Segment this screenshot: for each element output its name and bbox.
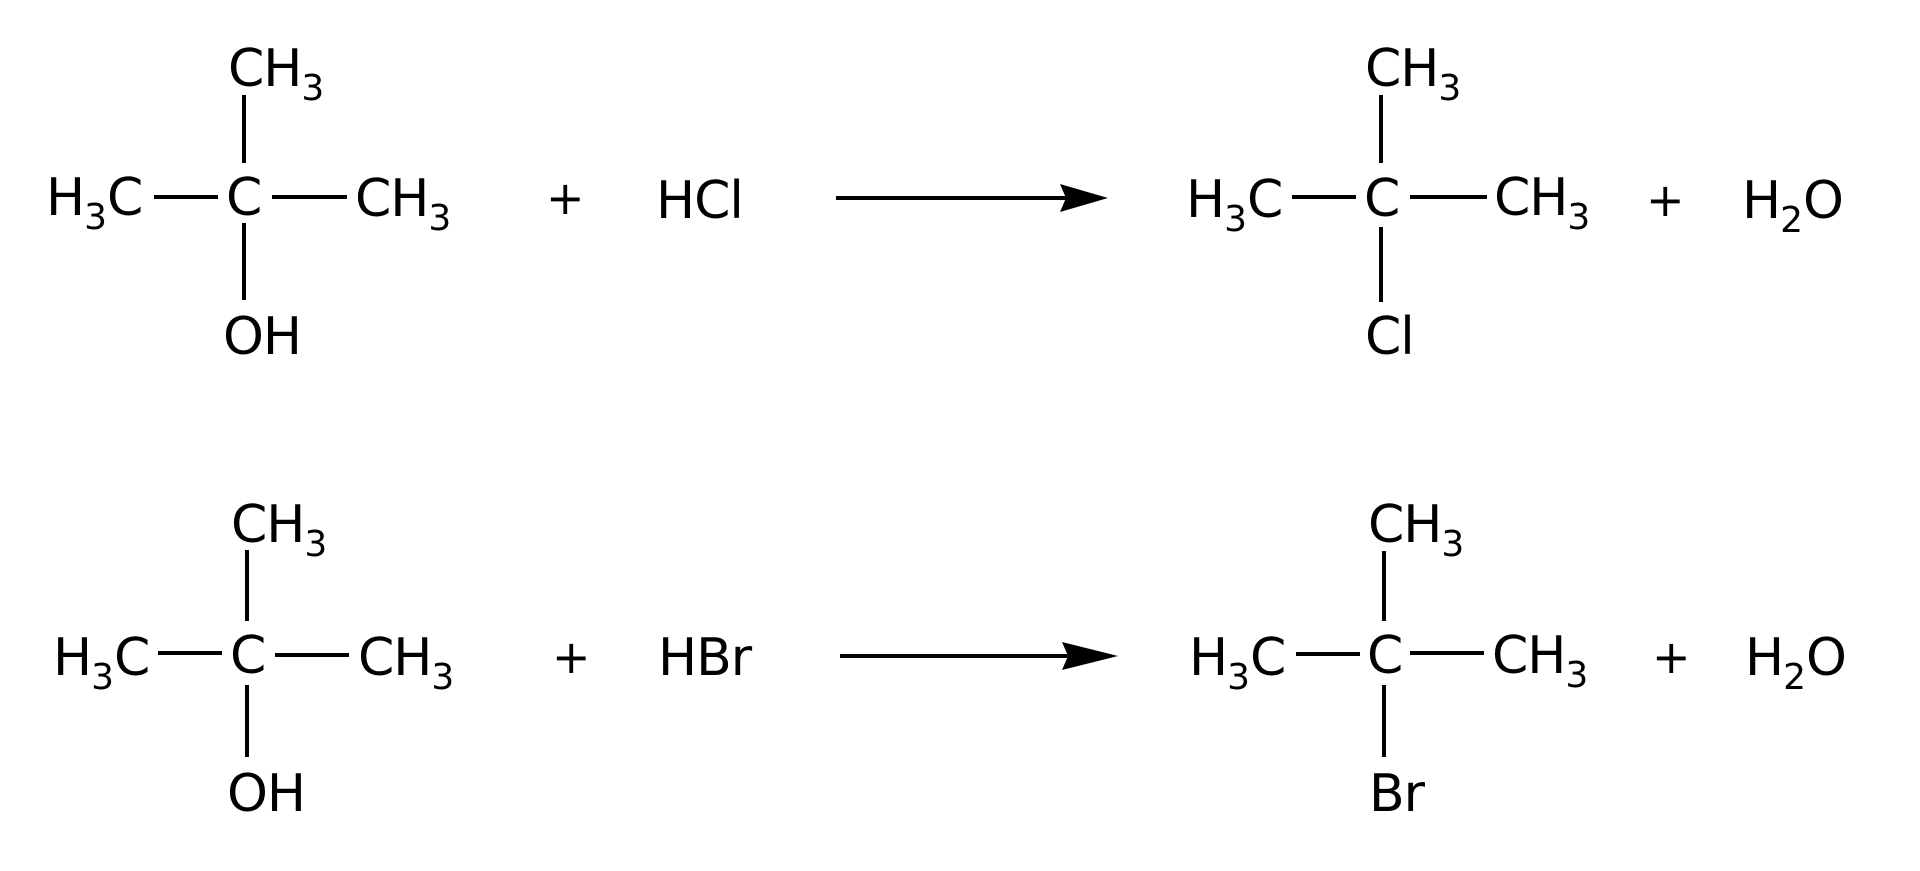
reaction-1-arrow-icon — [836, 184, 1108, 212]
reaction-1-plus-1: + — [546, 171, 585, 225]
reactant-1-right-ch3: CH3 — [355, 169, 452, 239]
product-1-left-h3c: H3C — [1186, 170, 1283, 240]
product-2-bottom-br: Br — [1369, 764, 1425, 824]
product-1-center-carbon: C — [1364, 169, 1400, 229]
product-2-center-carbon: C — [1367, 626, 1403, 686]
reaction-2-reactant-bonds — [158, 550, 349, 757]
reaction-2-plus-2: + — [1652, 630, 1691, 684]
reaction-1-product-bonds — [1292, 95, 1487, 302]
reactant-1-bottom-oh: OH — [223, 307, 302, 367]
reaction-1-reactant-bonds — [154, 95, 347, 300]
reactant-2-bottom-oh: OH — [227, 764, 306, 824]
reaction-1-product-water: H2O — [1742, 171, 1844, 241]
product-1-right-ch3: CH3 — [1494, 168, 1591, 238]
product-1-bottom-cl: Cl — [1365, 307, 1415, 367]
reaction-2-arrow-icon — [840, 642, 1118, 670]
product-1-top-ch3: CH3 — [1365, 39, 1462, 109]
reaction-1-plus-2: + — [1646, 173, 1685, 227]
reaction-1-reagent-hcl: HCl — [656, 171, 744, 231]
product-2-left-h3c: H3C — [1189, 628, 1286, 698]
reaction-2-product-water: H2O — [1745, 628, 1847, 698]
product-2-right-ch3: CH3 — [1492, 626, 1589, 696]
reactant-2-left-h3c: H3C — [53, 628, 150, 698]
reactant-1-center-carbon: C — [226, 168, 262, 228]
product-2-top-ch3: CH3 — [1368, 495, 1465, 565]
reaction-2-product-bonds — [1296, 551, 1484, 757]
reaction-2-plus-1: + — [552, 630, 591, 684]
reactant-2-top-ch3: CH3 — [231, 495, 328, 565]
reactant-2-center-carbon: C — [230, 626, 266, 686]
reactant-1-left-h3c: H3C — [46, 168, 143, 238]
reactant-2-right-ch3: CH3 — [358, 628, 455, 698]
reaction-2-reagent-hbr: HBr — [658, 628, 752, 688]
reactant-1-top-ch3: CH3 — [228, 39, 325, 109]
